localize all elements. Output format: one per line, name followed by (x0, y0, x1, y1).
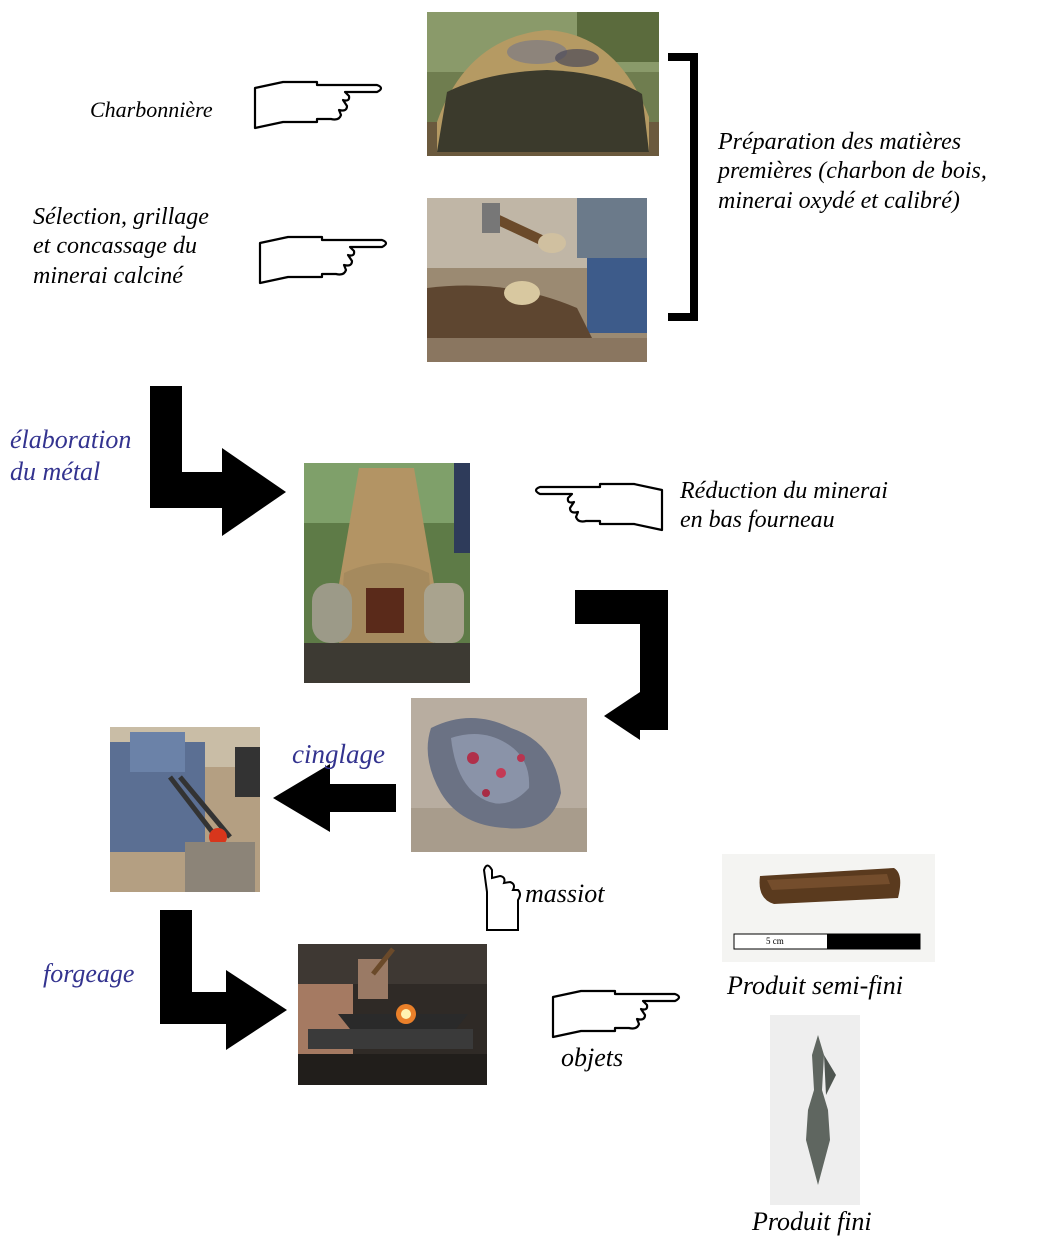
label-reduction-line: en bas fourneau (680, 507, 835, 534)
semi-finished-product-photo: 5 cm (722, 854, 935, 962)
pointing-hand-icon (258, 235, 388, 285)
label-selection-line: et concassage du (33, 233, 197, 260)
label-forgeage: forgeage (43, 959, 135, 988)
bent-arrow-icon (160, 910, 287, 1050)
label-semi-fini: Produit semi-fini (727, 971, 903, 1000)
label-preparation-line: Préparation des matières (718, 129, 962, 155)
label-elaboration-line: du métal (10, 456, 101, 486)
label-selection-line: Sélection, grillage (33, 204, 209, 230)
label-preparation-line: premières (charbon de bois, (718, 158, 987, 185)
forging-photo (298, 944, 487, 1085)
label-elaboration-line: élaboration (10, 425, 132, 454)
furnace-photo (304, 463, 470, 683)
shingling-photo (110, 727, 260, 892)
label-elaboration: élaboration du métal (10, 424, 131, 487)
scale-label: 5 cm (766, 936, 784, 946)
charcoal-kiln-photo (427, 12, 659, 156)
pointing-hand-icon (551, 989, 681, 1039)
bracket-icon (668, 53, 698, 321)
label-selection-line: minerai calciné (33, 262, 183, 289)
label-reduction: Réduction du minerai en bas fourneau (680, 477, 888, 536)
finished-product-photo (770, 1015, 860, 1205)
label-preparation: Préparation des matières premières (char… (718, 128, 987, 216)
pointing-hand-icon (482, 864, 521, 931)
left-arrow-icon (273, 764, 396, 832)
label-objets: objets (561, 1043, 624, 1072)
label-preparation-line: minerai oxydé et calibré) (718, 187, 960, 214)
ore-crushing-photo (427, 198, 647, 362)
pointing-hand-icon (253, 80, 383, 130)
label-fini: Produit fini (752, 1207, 872, 1236)
label-selection: Sélection, grillage et concassage du min… (33, 203, 209, 291)
bent-arrow-icon (575, 590, 668, 740)
label-reduction-line: Réduction du minerai (680, 478, 888, 504)
pointing-hand-icon (534, 482, 664, 532)
bent-arrow-icon (150, 386, 286, 536)
label-massiot: massiot (525, 879, 605, 908)
label-cinglage: cinglage (292, 739, 385, 769)
label-charbonniere: Charbonnière (90, 97, 213, 122)
bloom-photo (411, 698, 587, 852)
